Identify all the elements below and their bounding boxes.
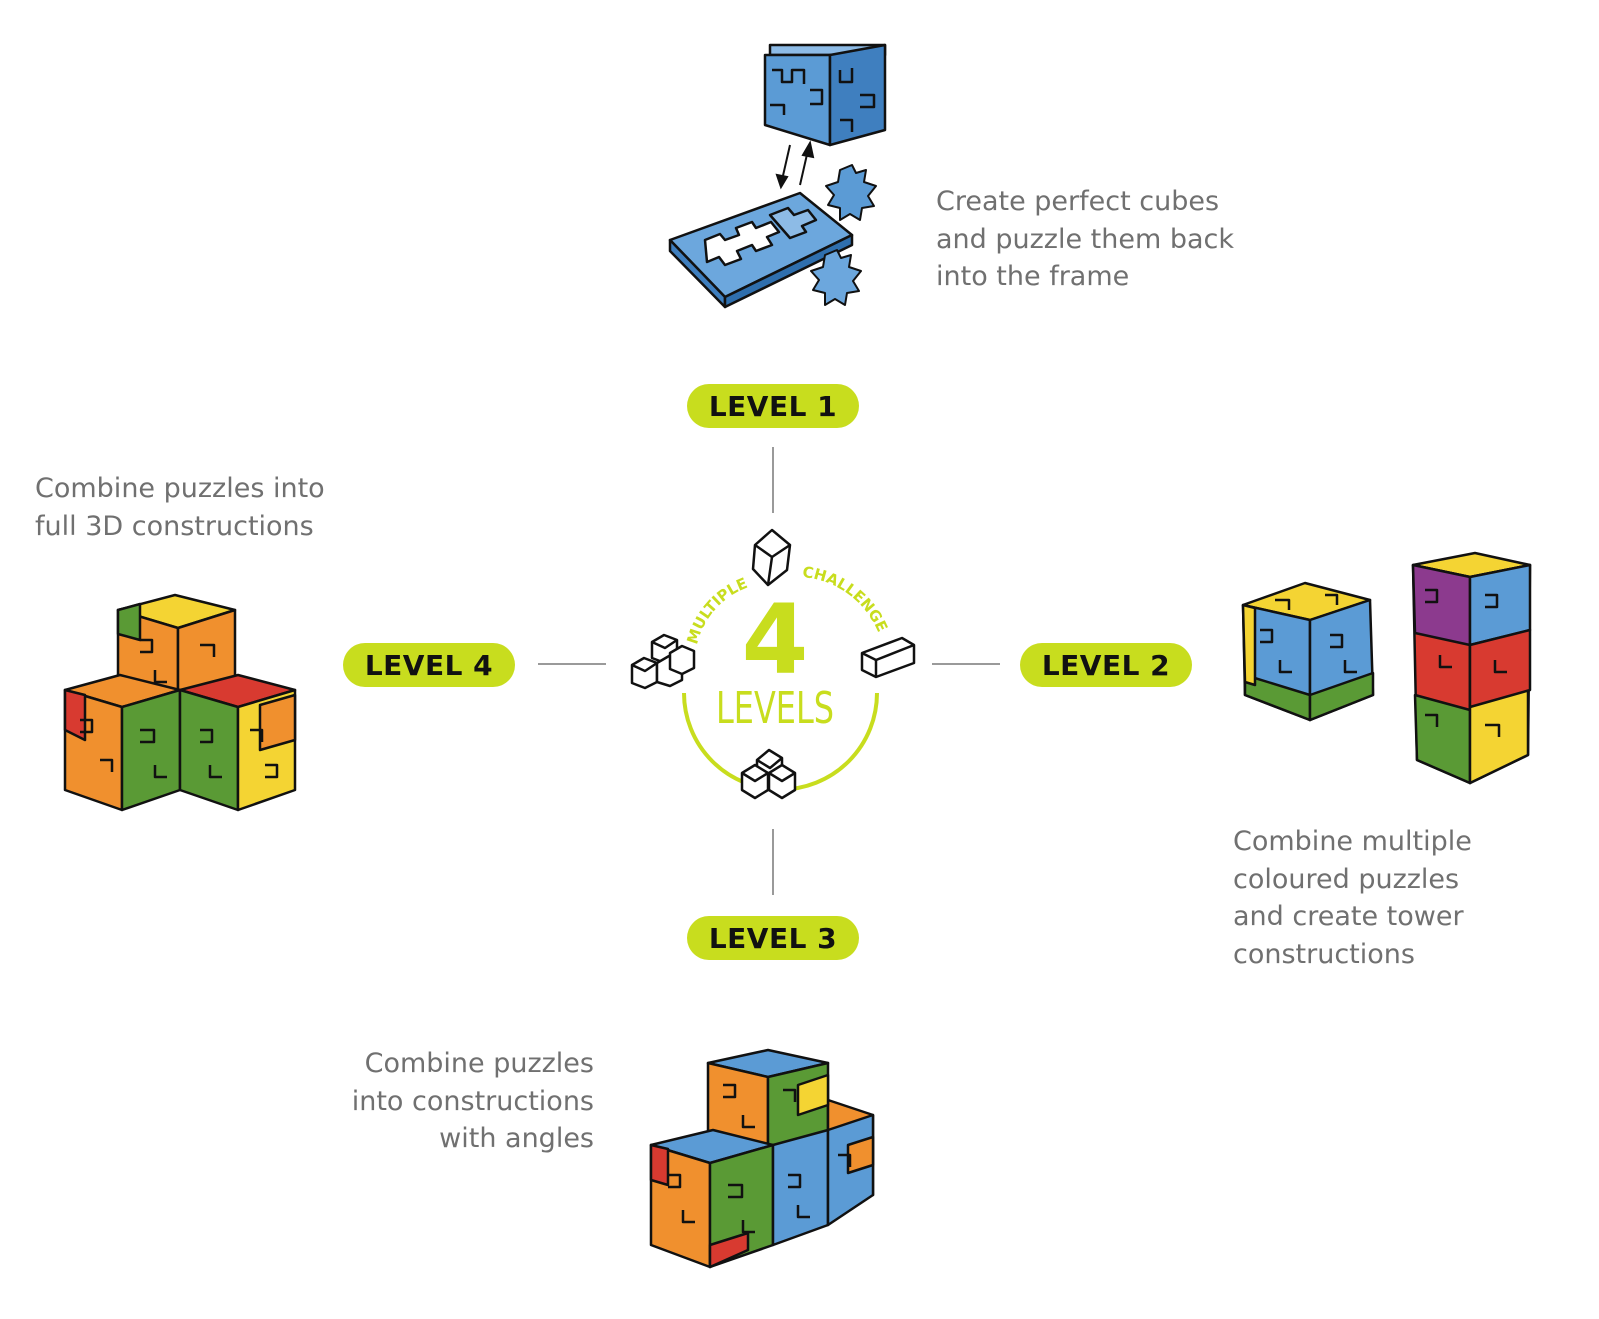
level1-description-line: and puzzle them back — [936, 223, 1235, 255]
level2-description-line: constructions — [1233, 938, 1415, 970]
level3-badge: LEVEL 3 — [687, 916, 859, 960]
double-cube-icon — [860, 636, 916, 679]
level1-description: Create perfect cubes and puzzle them bac… — [936, 183, 1234, 296]
level1-connector — [772, 447, 774, 513]
level2-description-line: Combine multiple — [1233, 826, 1472, 857]
level2-badge: LEVEL 2 — [1020, 643, 1192, 687]
levels-count: 4 — [742, 584, 809, 696]
level2-description: Combine multiple coloured puzzles and cr… — [1233, 823, 1472, 973]
level1-badge: LEVEL 1 — [687, 384, 859, 428]
level2-description-line: and create tower — [1233, 901, 1464, 932]
level3-description-line: Combine puzzles — [364, 1048, 594, 1079]
level3-description-line: into constructions — [351, 1085, 594, 1117]
level3-connector — [772, 829, 774, 895]
center-levels-badge: MULTIPLE CHALLENGES 4 LEVELS — [622, 525, 916, 800]
stacked-cubes-icon — [630, 633, 696, 690]
levels-word: LEVELS — [716, 683, 834, 734]
puzzle-frame — [668, 191, 854, 309]
level4-badge: LEVEL 4 — [343, 643, 515, 687]
level1-description-line: into the frame — [936, 261, 1130, 292]
puzzle-piece-icon — [810, 249, 862, 306]
level4-illustration — [63, 593, 297, 812]
level4-description: Combine puzzles into full 3D constructio… — [35, 470, 325, 545]
level4-description-line: Combine puzzles into — [35, 473, 325, 504]
level2-illustration — [1241, 551, 1532, 785]
level3-description: Combine puzzles into constructions with … — [330, 1045, 594, 1158]
angle-cube-icon — [740, 748, 797, 800]
level1-illustration — [668, 43, 887, 309]
level3-description-line: with angles — [439, 1123, 594, 1154]
level2-connector — [932, 663, 1000, 665]
level2-description-line: coloured puzzles — [1233, 863, 1460, 895]
puzzle-piece-icon — [825, 164, 877, 221]
level4-connector — [538, 663, 606, 665]
blue-cube-icon — [763, 43, 887, 147]
single-cube-icon — [751, 528, 792, 587]
level1-description-line: Create perfect cubes — [936, 186, 1220, 217]
level3-illustration — [649, 1048, 875, 1269]
level4-description-line: full 3D constructions — [35, 510, 314, 542]
swap-arrows-icon — [775, 140, 815, 190]
arc-left-label: MULTIPLE — [683, 574, 750, 646]
